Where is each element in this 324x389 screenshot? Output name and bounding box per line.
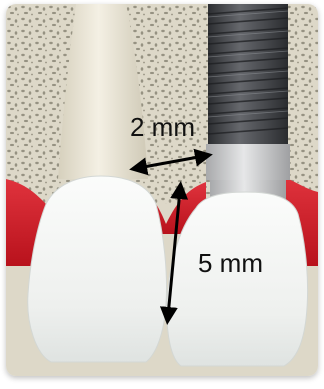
natural-tooth-crown (28, 176, 167, 362)
diagram-canvas (6, 4, 318, 376)
measurement-label-5mm: 5 mm (198, 250, 263, 276)
implant-collar (206, 144, 290, 180)
measurement-label-2mm: 2 mm (130, 114, 195, 140)
dental-implant-diagram: 2 mm 5 mm (6, 4, 318, 376)
